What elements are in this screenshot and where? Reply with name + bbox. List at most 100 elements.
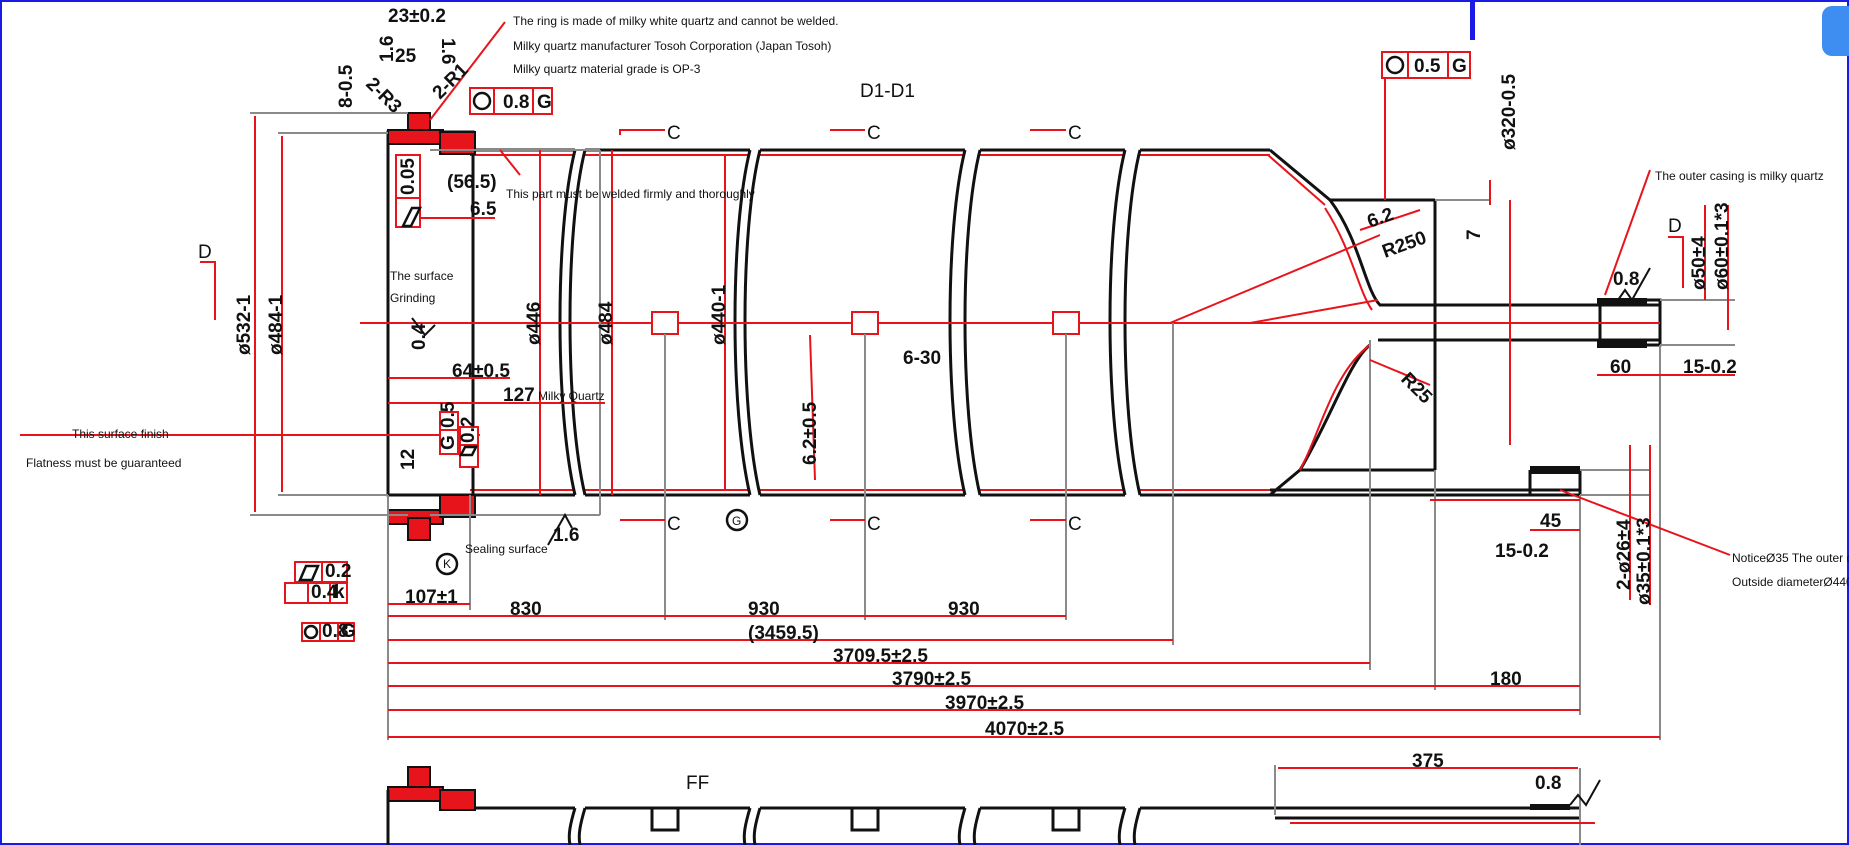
dim-0-8a: 0.8: [1613, 269, 1639, 290]
dim-6-30: 6-30: [903, 348, 941, 369]
dim-23: 23±0.2: [388, 6, 446, 27]
dim-1-6b: 1.6: [437, 38, 458, 64]
section-c-top-2: C: [867, 123, 881, 144]
tol-perp-value: 0.5: [438, 401, 459, 428]
tol-flatness-vert: 0.05: [398, 158, 419, 195]
dim-3790: 3790±2.5: [892, 669, 972, 690]
dimension-text: 23±0.2 25 2-R1 2-R3 8-0.5 1.6 1.6 (56.5)…: [234, 6, 1737, 794]
tol-flat-small: 0.2: [458, 417, 479, 443]
shaft-collar-top: [1597, 298, 1647, 306]
weld-note: This part must be welded firmly and thor…: [506, 187, 755, 201]
dim-446: ø446: [524, 302, 545, 345]
surface-finish-note: This surface finish: [72, 427, 169, 441]
datum-g-label: G: [732, 514, 741, 528]
tol-top-value: 0.8: [503, 92, 529, 113]
dim-35: ø35±0.1*3: [1634, 517, 1655, 605]
outer-casing-note: The outer casing is milky quartz: [1655, 169, 1824, 183]
dim-1-6c: 1.6: [553, 525, 579, 546]
tol-perp-datum: G: [438, 435, 459, 450]
dim-26: 2-ø26±4: [1614, 519, 1635, 590]
tube-body: [470, 148, 1662, 497]
flatness-note: Flatness must be guaranteed: [26, 456, 181, 470]
shaft-collar-bottom: [1597, 340, 1647, 348]
milky-quartz-label: Milky Quartz: [538, 389, 605, 403]
dimension-lines: [254, 21, 1735, 738]
tol-flat-left: 0.2: [325, 561, 351, 582]
section-d-left-label: D: [198, 242, 212, 263]
section-d-right-label: D: [1668, 216, 1682, 237]
gdt-symbols: [298, 55, 1405, 640]
tol-bottom-value: 0.8: [322, 621, 348, 642]
sealing-surface-label: Sealing surface: [465, 542, 548, 556]
tol-top-datum: G: [537, 92, 552, 113]
ff-view: [386, 765, 1595, 845]
dim-3459: (3459.5): [748, 623, 819, 644]
dim-830: 830: [510, 599, 542, 620]
outside-diameter-note: Outside diameterØ440: [1732, 575, 1849, 589]
nozzle-collar: [1530, 466, 1580, 474]
manufacturer-note: Milky quartz manufacturer Tosoh Corporat…: [513, 39, 831, 53]
dim-1-6a: 1.6: [377, 36, 398, 62]
datum-k-label: K: [443, 557, 451, 571]
dim-r250: R250: [1380, 227, 1430, 262]
section-c-top-1: C: [667, 123, 681, 144]
dim-3970: 3970±2.5: [945, 693, 1025, 714]
dim-50: ø50±4: [1689, 236, 1710, 290]
dim-2r3: 2-R3: [361, 74, 405, 118]
sheet-marker: [1470, 0, 1475, 40]
surface-finish-symbols: [411, 267, 1651, 807]
dim-532: ø532-1: [234, 294, 255, 355]
dim-60b: 60: [1610, 357, 1631, 378]
dim-25: 25: [395, 46, 417, 67]
section-ff-label: FF: [686, 773, 709, 794]
app-badge-icon[interactable]: [1822, 6, 1849, 56]
section-c-bottom-1: C: [667, 514, 681, 535]
dim-4070: 4070±2.5: [985, 719, 1065, 740]
notes-text: The ring is made of milky white quartz a…: [26, 14, 1849, 589]
left-ring: [386, 112, 476, 541]
dim-56: (56.5): [447, 172, 497, 193]
section-labels: D1-D1 D D C C C C C C FF G K: [198, 81, 1682, 794]
dim-15b: 15-0.2: [1495, 541, 1549, 562]
section-c-top-3: C: [1068, 123, 1082, 144]
dim-930a: 930: [748, 599, 780, 620]
tol-parallel-value: 0.4: [311, 582, 338, 603]
dim-2r1: 2-R1: [429, 59, 473, 103]
dim-60: ø60±0.1*3: [1712, 202, 1733, 290]
dim-r25: R25: [1396, 369, 1436, 409]
tol-parallel-datum: k: [334, 582, 345, 603]
dim-440: ø440-1: [709, 284, 730, 345]
dim-127: 127: [503, 385, 535, 406]
dim-6-5: 6.5: [470, 199, 497, 220]
dim-64: 64±0.5: [452, 361, 510, 382]
section-arrows: [200, 129, 1684, 521]
dim-107: 107±1: [405, 587, 458, 608]
dim-45: 45: [1540, 511, 1562, 532]
dim-375: 375: [1412, 751, 1444, 772]
ff-collar: [1530, 804, 1570, 810]
section-c-bottom-2: C: [867, 514, 881, 535]
dim-180: 180: [1490, 669, 1522, 690]
dim-484a: ø484-1: [266, 294, 287, 355]
notice-diameter-note: NoticeØ35 The outer diameter: [1732, 551, 1849, 565]
extension-lines: [250, 112, 1735, 740]
surface-note-1: The surface: [390, 269, 454, 283]
tolerance-values: 0.8 G 0.5 G 0.05 0.5 G 0.2 0.2 0.4 k 0.8…: [311, 56, 1467, 642]
grade-note: Milky quartz material grade is OP-3: [513, 62, 701, 76]
section-c-bottom-3: C: [1068, 514, 1082, 535]
dim-12: 12: [398, 449, 419, 470]
section-d1-label: D1-D1: [860, 81, 915, 102]
dim-3709: 3709.5±2.5: [833, 646, 928, 667]
dim-7: 7: [1464, 229, 1485, 240]
dim-6-2b: 6.2: [1365, 204, 1397, 233]
ring-note: The ring is made of milky white quartz a…: [513, 14, 839, 28]
dim-320: ø320-0.5: [1499, 74, 1520, 150]
dim-930b: 930: [948, 599, 980, 620]
dim-0-8b: 0.8: [1535, 773, 1561, 794]
tol-right-value: 0.5: [1414, 56, 1441, 77]
tol-right-datum: G: [1452, 56, 1467, 77]
surface-note-2: Grinding: [390, 291, 435, 305]
